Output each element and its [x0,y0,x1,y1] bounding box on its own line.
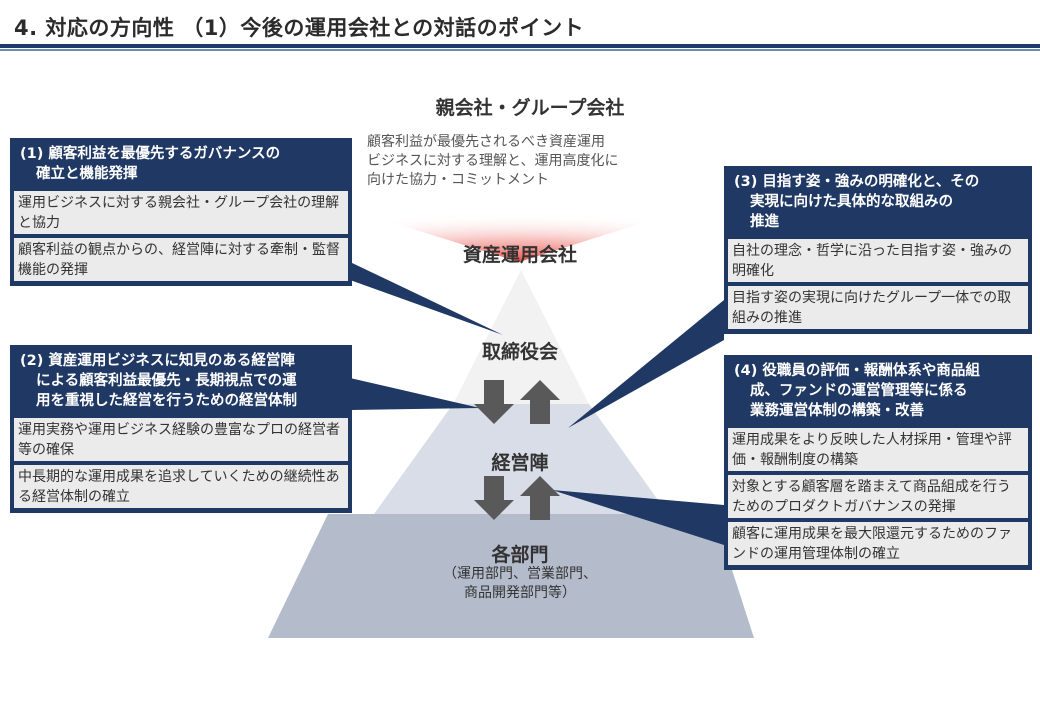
callout-pointer-3 [568,300,724,428]
callout-item: 中長期的な運用成果を追求していくための継続性ある経営体制の確立 [14,465,348,508]
arrow-up-lower [520,476,560,520]
title-rule-accent [0,49,1040,51]
callout-heading-1: (1) 顧客利益を最優先するガバナンスの 確立と機能発揮 [14,142,348,187]
heading-line: 業務運営体制の構築・改善 [750,403,924,419]
arrow-down-upper [474,380,514,424]
title-bar: 4. 対応の方向性 （1）今後の運用会社との対話のポイント [0,0,1040,51]
callout-heading-3: (3) 目指す姿・強みの明確化と、その 実現に向けた具体的な取組みの 推進 [728,170,1028,235]
callout-heading-4: (4) 役職員の評価・報酬体系や商品組 成、ファンドの運営管理等に係る 業務運営… [728,359,1028,424]
departments-label: 各部門 [491,544,549,566]
callout-box-2: (2) 資産運用ビジネスに知見のある経営陣 による顧客利益最優先・長期視点での運… [10,345,352,513]
influence-fan [345,208,690,262]
callout-box-3: (3) 目指す姿・強みの明確化と、その 実現に向けた具体的な取組みの 推進 自社… [724,166,1032,334]
callout-item: 運用成果をより反映した人材採用・管理や評価・報酬制度の構築 [728,428,1028,471]
arrow-down-lower [474,476,514,520]
heading-line: 推進 [750,214,779,230]
heading-line: 実現に向けた具体的な取組みの [750,194,953,210]
callout-box-1: (1) 顧客利益を最優先するガバナンスの 確立と機能発揮 運用ビジネスに対する親… [10,138,352,286]
heading-line: (4) 役職員の評価・報酬体系や商品組 [734,363,980,379]
title-rule [0,44,1040,48]
heading-line: (3) 目指す姿・強みの明確化と、その [734,174,980,190]
callout-item: 顧客に運用成果を最大限還元するためのファンドの運用管理体制の確立 [728,522,1028,565]
parent-company-description: 顧客利益が最優先されるべき資産運用 ビジネスに対する理解と、運用高度化に 向けた… [367,133,687,190]
callout-item: 運用実務や運用ビジネス経験の豊富なプロの経営者等の確保 [14,418,348,461]
management-label: 経営陣 [491,452,549,474]
arrow-up-upper [520,380,560,424]
callout-item: 自社の理念・哲学に沿った目指す姿・強みの明確化 [728,239,1028,282]
pyramid-bottom-tier [268,514,754,638]
parent-desc-line: 顧客利益が最優先されるべき資産運用 [367,134,605,150]
callout-item: 運用ビジネスに対する親会社・グループ会社の理解と協力 [14,191,348,234]
departments-sub-line: （運用部門、営業部門、 [443,566,597,582]
heading-line: による顧客利益最優先・長期視点での運 [36,373,297,389]
pyramid-middle-tier [374,404,668,514]
parent-desc-line: 向けた協力・コミットメント [367,172,549,188]
parent-company-title: 親会社・グループ会社 [435,97,625,119]
pyramid-top-tier [453,270,589,404]
asset-manager-label: 資産運用会社 [462,244,577,266]
callout-heading-2: (2) 資産運用ビジネスに知見のある経営陣 による顧客利益最優先・長期視点での運… [14,349,348,414]
board-label: 取締役会 [481,341,558,363]
callout-item: 目指す姿の実現に向けたグループ一体での取組みの推進 [728,286,1028,329]
callout-pointer-2 [350,378,480,410]
callout-item: 対象とする顧客層を踏まえて商品組成を行うためのプロダクトガバナンスの発揮 [728,475,1028,518]
departments-sub-line: 商品開発部門等） [464,585,576,601]
heading-line: 用を重視した経営を行うための経営体制 [36,393,297,409]
parent-desc-line: ビジネスに対する理解と、運用高度化に [367,153,619,169]
departments-sublabel: （運用部門、営業部門、 商品開発部門等） [390,565,650,603]
callout-pointer-4 [552,490,724,545]
page-title: 4. 対応の方向性 （1）今後の運用会社との対話のポイント [14,16,585,40]
callout-item: 顧客利益の観点からの、経営陣に対する牽制・監督機能の発揮 [14,238,348,281]
callout-box-4: (4) 役職員の評価・報酬体系や商品組 成、ファンドの運営管理等に係る 業務運営… [724,355,1032,570]
heading-line: (2) 資産運用ビジネスに知見のある経営陣 [20,353,295,369]
heading-line: 確立と機能発揮 [36,166,138,182]
heading-line: (1) 顧客利益を最優先するガバナンスの [20,146,281,162]
heading-line: 成、ファンドの運営管理等に係る [750,383,968,399]
